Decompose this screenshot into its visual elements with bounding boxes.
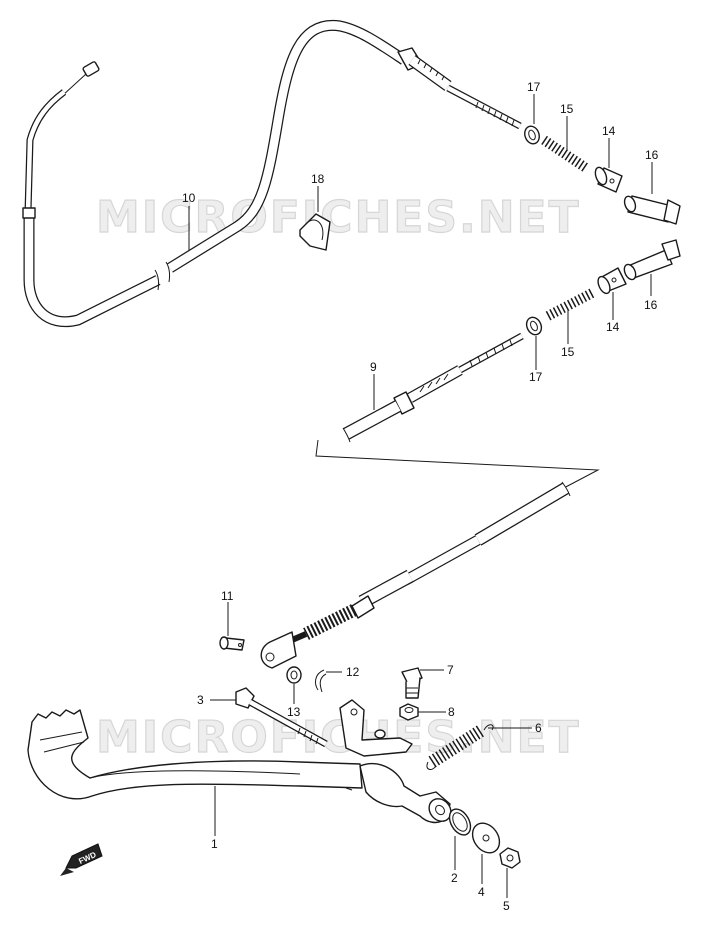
callout-6: 6	[535, 721, 542, 735]
bolt-3	[235, 687, 328, 748]
callout-16-lower: 16	[644, 298, 658, 312]
spring-15-lower	[545, 287, 597, 321]
washer-4	[471, 822, 501, 854]
bolt-7	[401, 667, 423, 699]
callout-11: 11	[221, 589, 234, 603]
callout-17-upper: 17	[527, 80, 541, 94]
callout-8: 8	[448, 705, 455, 719]
callout-14-upper: 14	[602, 124, 616, 138]
callouts: 10 18 17 15 14 16 16 14 15 17 9 11 12 13…	[182, 80, 659, 913]
watermark-top: MICROFICHES.NET	[96, 192, 581, 243]
nut-5	[499, 847, 521, 869]
lower-fittings	[525, 239, 681, 336]
callout-18: 18	[311, 172, 325, 186]
cable-10	[22, 19, 522, 328]
brake-pedal-1	[27, 699, 452, 824]
clevis	[260, 631, 297, 669]
pin-11	[219, 636, 245, 651]
leader-lines	[188, 94, 653, 898]
fwd-arrow-icon: FWD	[60, 843, 103, 876]
callout-3: 3	[197, 693, 204, 707]
spring-15-upper	[541, 135, 589, 173]
cable-9	[260, 332, 600, 669]
watermark-bottom: MICROFICHES.NET	[96, 712, 581, 763]
callout-5: 5	[503, 899, 510, 913]
clip-18	[299, 213, 331, 251]
callout-9: 9	[370, 360, 377, 374]
callout-15-lower: 15	[561, 345, 575, 359]
o-ring-2	[448, 808, 472, 836]
washer-17-upper	[524, 125, 540, 145]
callout-2: 2	[451, 871, 458, 885]
callout-16-upper: 16	[645, 148, 659, 162]
upper-fittings	[524, 125, 681, 225]
spring-6	[426, 724, 494, 770]
cotter-pin-12	[315, 669, 327, 693]
callout-7: 7	[447, 663, 454, 677]
callout-1: 1	[211, 837, 218, 851]
callout-12: 12	[346, 665, 360, 679]
callout-4: 4	[478, 885, 485, 899]
callout-17-lower: 17	[529, 370, 543, 384]
callout-10: 10	[182, 191, 196, 205]
washer-13	[286, 666, 302, 684]
washer-17-lower	[525, 316, 543, 336]
callout-15-upper: 15	[560, 102, 574, 116]
callout-13: 13	[287, 705, 301, 719]
callout-14-lower: 14	[606, 320, 620, 334]
